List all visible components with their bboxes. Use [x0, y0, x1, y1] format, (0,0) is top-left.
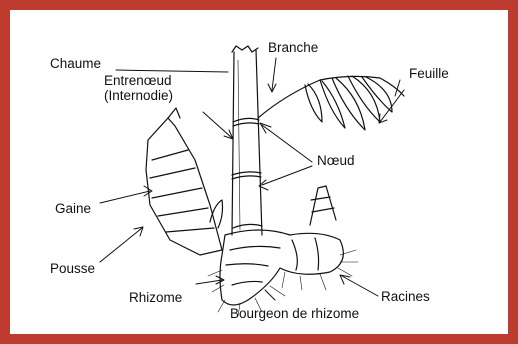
label-pousse: Pousse [50, 261, 95, 276]
culm [232, 46, 262, 235]
label-bourgeon: Bourgeon de rhizome [230, 306, 359, 321]
label-entrenoeud-line2: (Internodie) [104, 88, 173, 103]
label-noeud: Nœud [317, 153, 355, 168]
label-chaume: Chaume [50, 56, 101, 71]
label-branche: Branche [268, 40, 318, 55]
label-gaine: Gaine [55, 201, 91, 216]
label-entrenoeud: Entrenœud (Internodie) [104, 73, 173, 103]
shoot [146, 108, 222, 255]
small-shoot [210, 186, 336, 228]
label-feuille: Feuille [409, 66, 449, 81]
label-rhizome: Rhizome [129, 290, 182, 305]
label-entrenoeud-line1: Entrenœud [104, 73, 173, 88]
label-racines: Racines [381, 289, 430, 304]
